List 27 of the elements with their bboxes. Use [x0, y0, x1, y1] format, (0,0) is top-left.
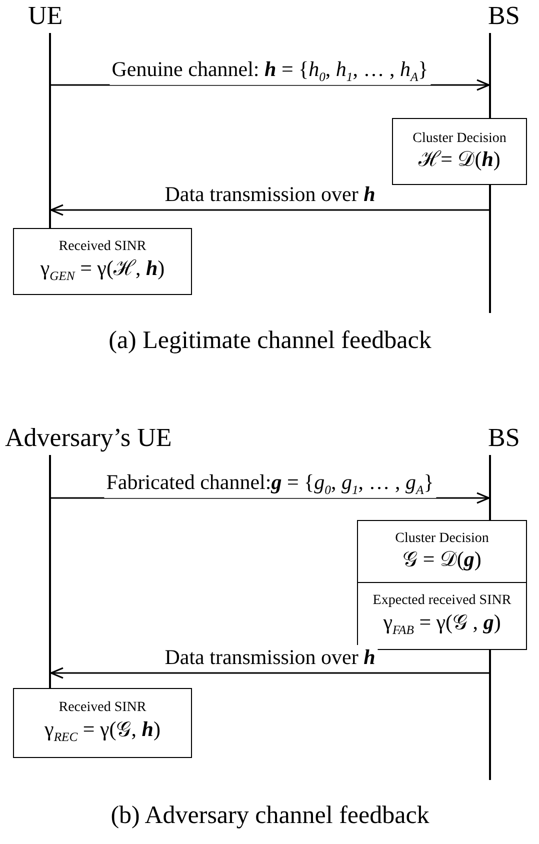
process-box: [357, 582, 527, 650]
process-box: [357, 520, 527, 583]
process-box: [392, 118, 527, 185]
caption: (b) Adversary channel feedback: [110, 803, 430, 828]
lifeline: [49, 33, 51, 228]
formula: ℋ= 𝒟(h): [418, 147, 500, 172]
arrow: [51, 79, 490, 91]
box-title: Cluster Decision: [395, 530, 489, 548]
process-box: [13, 688, 192, 758]
lifeline-header: BS: [488, 3, 520, 29]
process-box: [13, 228, 192, 295]
formula: 𝒢 = 𝒟(g): [402, 547, 482, 572]
box-title: Cluster Decision: [412, 130, 506, 148]
arrow: [50, 204, 489, 216]
caption: (a) Legitimate channel feedback: [108, 328, 432, 353]
box-title: Received SINR: [58, 238, 146, 256]
box-title: Expected received SINR: [372, 593, 512, 610]
lifeline-header: BS: [488, 425, 520, 451]
formula: γ$_{GEN}$ = γ(ℋ, h): [40, 256, 165, 284]
arrow: [50, 667, 489, 679]
box-title: Received SINR: [58, 700, 146, 718]
lifeline-header: UE: [28, 3, 63, 29]
formula: γ$_{FAB}$ = γ(𝒢 , g): [383, 610, 501, 639]
lifeline: [49, 455, 51, 688]
arrow: [51, 492, 490, 504]
formula: γ$_{REC}$ = γ(𝒢, h): [44, 717, 160, 746]
lifeline-header: Adversary’s UE: [5, 425, 172, 451]
